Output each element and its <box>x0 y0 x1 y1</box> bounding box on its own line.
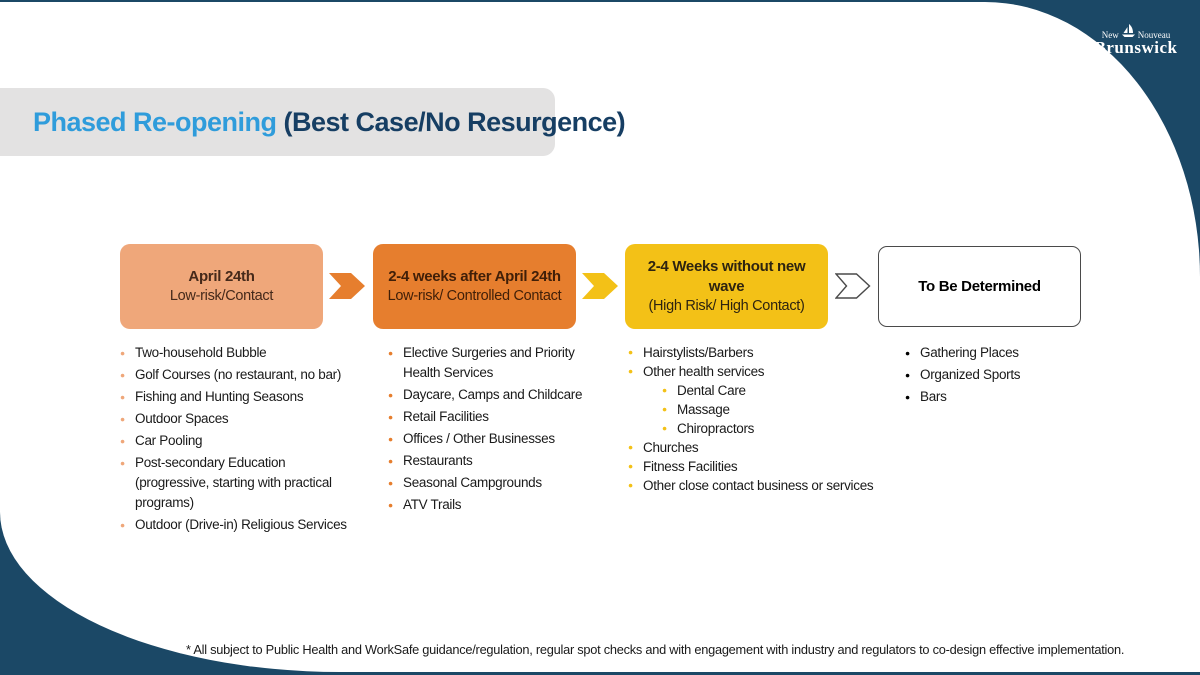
logo-nouveau-label: Nouveau <box>1137 30 1171 40</box>
list-item: Golf Courses (no restaurant, no bar) <box>120 365 348 385</box>
page-title-rest: (Best Case/No Resurgence) <box>283 106 626 137</box>
list-item: Fitness Facilities <box>628 457 878 476</box>
arrow-right-outline-icon <box>835 273 871 299</box>
list-item: ATV Trails <box>388 495 598 515</box>
list-item: Fishing and Hunting Seasons <box>120 387 348 407</box>
list-item: Gathering Places <box>905 343 1090 363</box>
title-band: Phased Re-opening(Best Case/No Resurgenc… <box>0 88 626 156</box>
phase1-item-list: Two-household Bubble Golf Courses (no re… <box>120 343 348 537</box>
list-item: Daycare, Camps and Childcare <box>388 385 598 405</box>
list-item: Car Pooling <box>120 431 348 451</box>
list-item: Post-secondary Education (progressive, s… <box>120 453 348 513</box>
phase2-item-list: Elective Surgeries and Priority Health S… <box>388 343 598 517</box>
list-item: Outdoor (Drive-in) Religious Services <box>120 515 348 535</box>
phase-title: To Be Determined <box>918 277 1041 295</box>
footnote: * All subject to Public Health and WorkS… <box>186 642 1125 657</box>
arrow-right-icon <box>329 273 365 299</box>
phase4-item-list: Gathering Places Organized Sports Bars <box>905 343 1090 409</box>
phase-box-2-4-weeks-no-wave: 2-4 Weeks without new wave (High Risk/ H… <box>625 244 828 329</box>
logo-brunswick-label: Brunswick <box>1094 38 1178 57</box>
sailboat-icon <box>1121 24 1135 37</box>
new-brunswick-logo: New Nouveau Brunswick <box>1086 24 1186 56</box>
list-item: Organized Sports <box>905 365 1090 385</box>
phase-box-april-24th: April 24th Low-risk/Contact <box>120 244 323 329</box>
list-item: Churches <box>628 438 878 457</box>
list-item: Elective Surgeries and Priority Health S… <box>388 343 598 383</box>
list-sub-item: Chiropractors <box>662 419 878 438</box>
list-item: Two-household Bubble <box>120 343 348 363</box>
list-item: Outdoor Spaces <box>120 409 348 429</box>
list-sub-item: Dental Care <box>662 381 878 400</box>
list-item: Other health services <box>628 362 878 381</box>
phase-title: 2-4 Weeks without new wave <box>647 258 806 295</box>
page-title-highlight: Phased Re-opening <box>33 106 277 137</box>
list-item: Bars <box>905 387 1090 407</box>
phase-subtitle: (High Risk/ High Contact) <box>648 298 805 314</box>
list-item: Hairstylists/Barbers <box>628 343 878 362</box>
list-item: Retail Facilities <box>388 407 598 427</box>
phase-subtitle: Low-risk/ Controlled Contact <box>387 288 562 304</box>
phase-box-to-be-determined: To Be Determined <box>878 246 1081 327</box>
phase3-item-list: Hairstylists/Barbers Other health servic… <box>628 343 878 495</box>
arrow-right-icon <box>582 273 618 299</box>
phase-box-2-4-weeks-after: 2-4 weeks after April 24th Low-risk/ Con… <box>373 244 576 329</box>
logo-new-label: New <box>1101 30 1119 40</box>
phase-subtitle: Low-risk/Contact <box>169 288 274 304</box>
phase-title: April 24th <box>188 268 255 285</box>
list-item: Restaurants <box>388 451 598 471</box>
phase-title: 2-4 weeks after April 24th <box>388 268 561 285</box>
list-item: Other close contact business or services <box>628 476 878 495</box>
list-item: Offices / Other Businesses <box>388 429 598 449</box>
page-title: Phased Re-opening(Best Case/No Resurgenc… <box>33 106 626 138</box>
list-item: Seasonal Campgrounds <box>388 473 598 493</box>
list-sub-item: Massage <box>662 400 878 419</box>
